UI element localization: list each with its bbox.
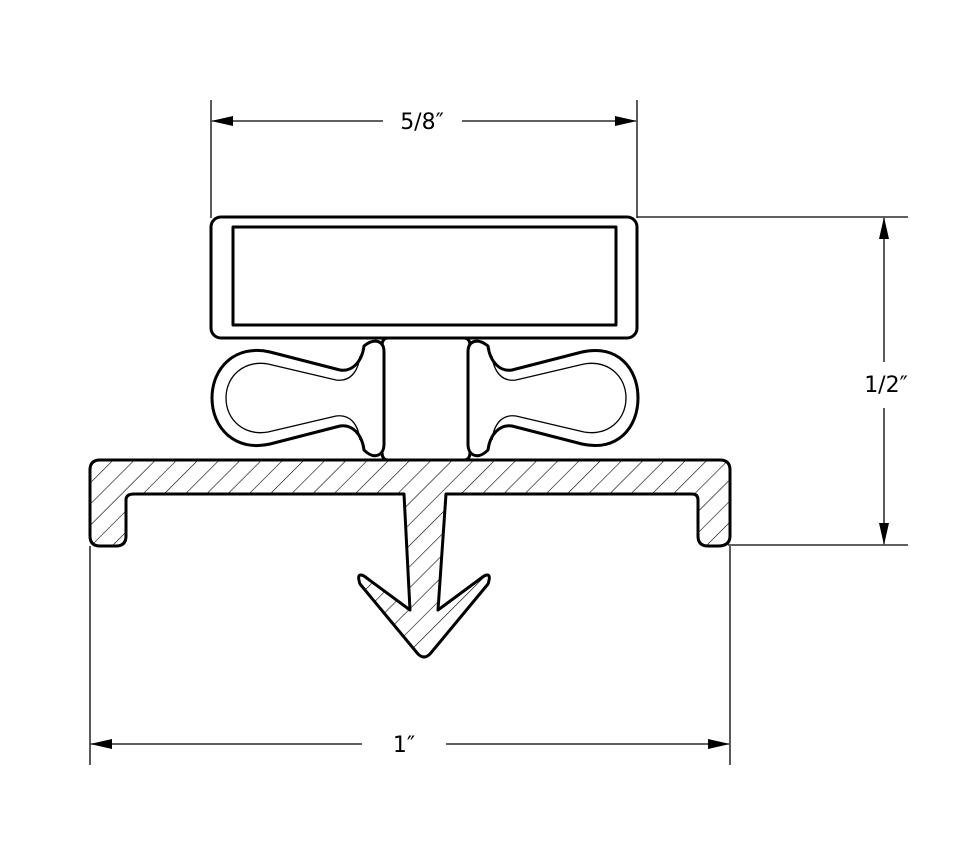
bellows-neck: [380, 336, 472, 462]
dimension-label-height: 1/2″: [864, 373, 908, 398]
base-flange-section: [88, 458, 732, 659]
dimension-bottom-width: 1″: [89, 546, 731, 765]
base-flange: [88, 458, 732, 659]
dimension-height: 1/2″: [637, 216, 908, 546]
dimension-top-width: 5/8″: [210, 100, 638, 218]
bellows-right-lobe: [466, 339, 640, 458]
magnet-chamber-inner: [231, 225, 618, 327]
dimension-label-top-width: 5/8″: [400, 110, 444, 135]
magnet-chamber: [209, 215, 639, 340]
bellows-right-inner: [491, 355, 627, 441]
bellows-left-lobe: [210, 339, 386, 458]
bellows-section: [210, 336, 640, 462]
dimension-label-bottom-width: 1″: [393, 733, 415, 758]
bellows-left-inner: [225, 355, 361, 441]
